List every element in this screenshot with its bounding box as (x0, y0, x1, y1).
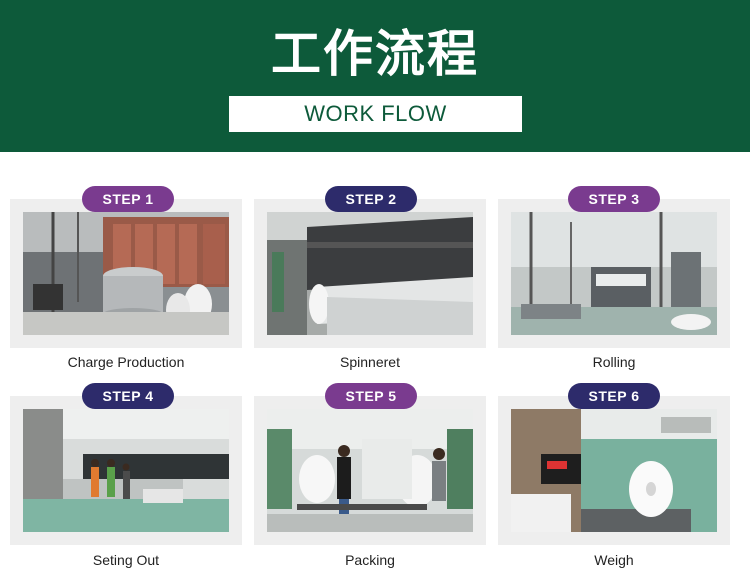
photo-packing (267, 409, 473, 532)
factory-photo-4 (23, 409, 229, 532)
step-badge-5: STEP 5 (325, 383, 417, 409)
step-card-4 (10, 396, 242, 545)
subtitle-box: WORK FLOW (229, 96, 522, 132)
step-caption-5: Packing (345, 552, 395, 568)
step-card-3 (498, 199, 730, 348)
step-card-2 (254, 199, 486, 348)
step-badge-2: STEP 2 (325, 186, 417, 212)
factory-photo-1 (23, 212, 229, 335)
factory-photo-3 (511, 212, 717, 335)
step-card-1 (10, 199, 242, 348)
step-badge-6: STEP 6 (568, 383, 660, 409)
step-card-5 (254, 396, 486, 545)
page-title-english: WORK FLOW (304, 101, 447, 126)
step-caption-4: Seting Out (92, 552, 160, 568)
step-badge-4: STEP 4 (82, 383, 174, 409)
photo-rolling (511, 212, 717, 335)
step-badge-1: STEP 1 (82, 186, 174, 212)
header-banner: 工作流程 WORK FLOW (0, 0, 750, 152)
photo-charge-production (23, 212, 229, 335)
photo-weigh (511, 409, 717, 532)
factory-photo-5 (267, 409, 473, 532)
step-caption-3: Rolling (592, 354, 636, 370)
step-caption-2: Spinneret (340, 354, 400, 370)
step-caption-6: Weigh (594, 552, 634, 568)
step-caption-1: Charge Production (67, 354, 185, 370)
step-card-6 (498, 396, 730, 545)
page-title-chinese: 工作流程 (271, 25, 479, 83)
photo-spinneret (267, 212, 473, 335)
step-badge-3: STEP 3 (568, 186, 660, 212)
factory-photo-2 (267, 212, 473, 335)
photo-seting-out (23, 409, 229, 532)
factory-photo-6 (511, 409, 717, 532)
